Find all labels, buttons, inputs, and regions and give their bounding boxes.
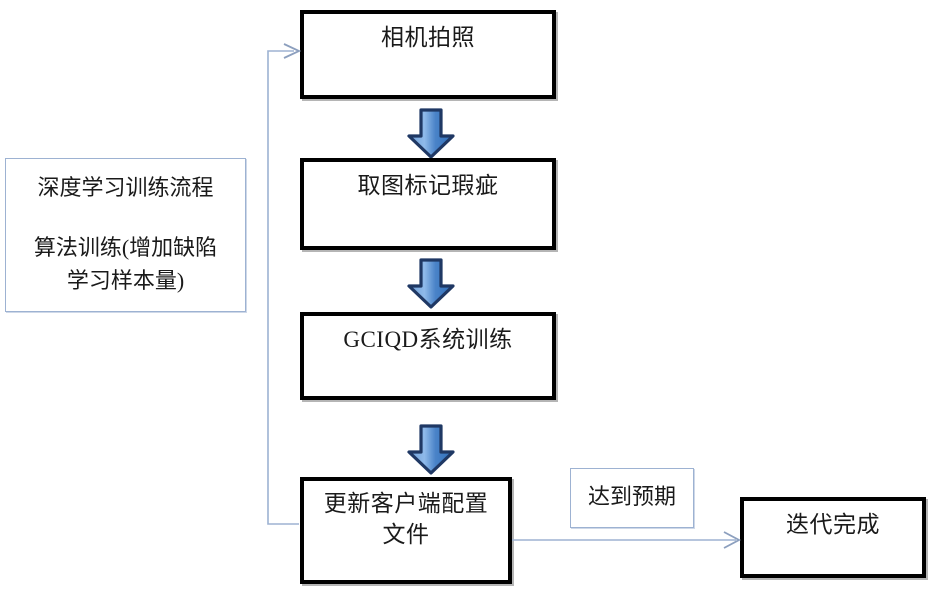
annotation-line-2: 算法训练(增加缺陷 学习样本量) <box>33 235 218 293</box>
condition-label-box: 达到预期 <box>570 468 694 528</box>
process-box-step3: GCIQD系统训练 <box>300 312 556 400</box>
annotation-line-1: 深度学习训练流程 <box>37 175 214 200</box>
down-block-arrow-1 <box>407 108 455 159</box>
process-box-step1: 相机拍照 <box>300 10 556 99</box>
process-box-step1-label: 相机拍照 <box>381 25 475 50</box>
process-box-step4-label: 更新客户端配置 文件 <box>323 491 489 547</box>
process-box-end-label: 迭代完成 <box>786 512 880 537</box>
process-box-step4: 更新客户端配置 文件 <box>300 477 512 584</box>
process-box-step3-label: GCIQD系统训练 <box>343 327 513 352</box>
down-block-arrow-3 <box>407 424 455 475</box>
process-box-end: 迭代完成 <box>740 497 926 578</box>
process-box-step2-label: 取图标记瑕疵 <box>357 173 499 198</box>
condition-label: 达到预期 <box>587 484 676 509</box>
annotation-box: 深度学习训练流程 算法训练(增加缺陷 学习样本量) <box>5 158 246 312</box>
process-box-step2: 取图标记瑕疵 <box>300 158 556 250</box>
down-block-arrow-2 <box>407 258 455 309</box>
